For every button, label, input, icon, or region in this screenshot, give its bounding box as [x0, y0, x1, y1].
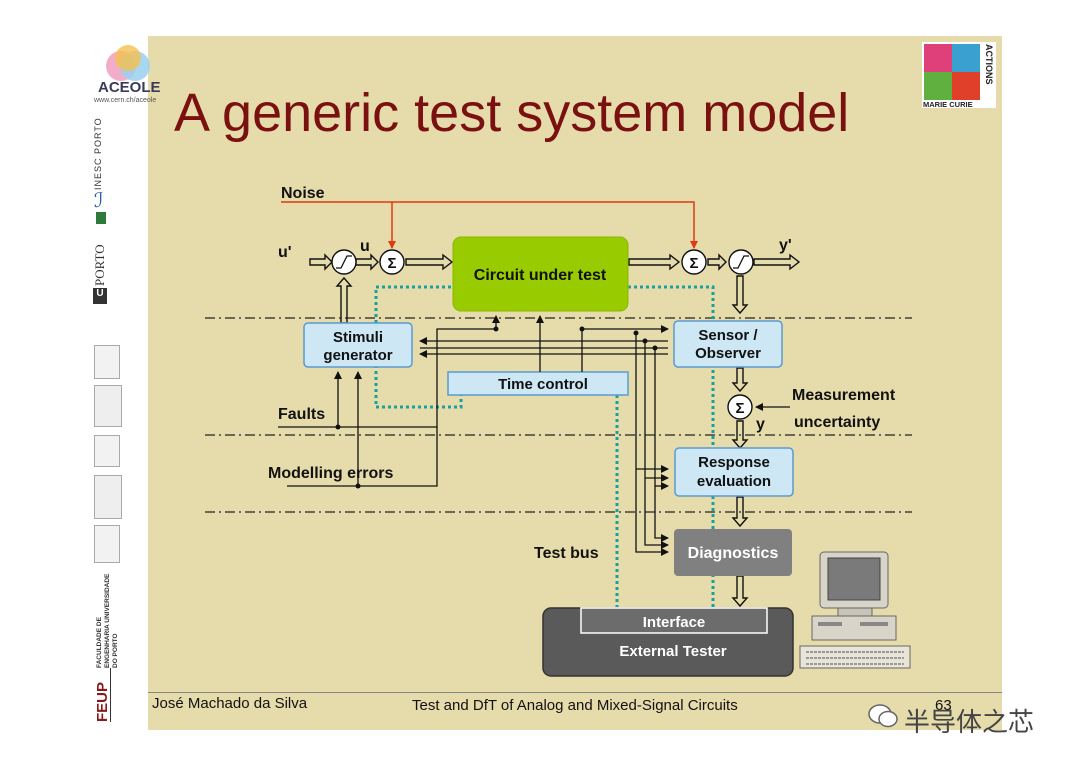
limiter-blocks — [331, 249, 754, 275]
watermark-text: 半导体之芯 — [904, 708, 1035, 738]
circuit-under-test-block — [452, 236, 629, 312]
sum-symbol-measurement: Σ — [735, 400, 744, 417]
time-control-label: Time control — [498, 376, 588, 393]
sum-junction-measurement — [727, 394, 753, 420]
faults-label: Faults — [278, 406, 325, 423]
external-tester-label: External Tester — [619, 643, 726, 660]
stimuli-label-line1: Stimuli — [333, 329, 383, 346]
slide-title: A generic test system model — [174, 83, 850, 143]
bus-junction-dots — [335, 326, 658, 489]
sum-junction-input — [379, 249, 405, 275]
sensor-label-line1: Sensor / — [698, 327, 758, 344]
aceole-logo: ACEOLE www.cern.ch/aceole — [88, 44, 168, 106]
uporto-box-icon: U — [93, 288, 107, 304]
noise-label: Noise — [281, 185, 325, 202]
institution-sidebar — [78, 36, 148, 730]
marie-curie-logo: MARIE CURIE ACTIONS — [922, 42, 996, 109]
inesc-logo-icon: ℐ — [94, 190, 104, 212]
test-bus-label: Test bus — [534, 545, 599, 562]
wechat-icon — [868, 704, 898, 728]
y-label: y — [756, 416, 765, 433]
marie-curie-label: MARIE CURIE — [923, 100, 973, 109]
sum-junction-output — [681, 249, 707, 275]
sum-symbol-input: Σ — [387, 255, 396, 272]
footer-course: Test and DfT of Analog and Mixed-Signal … — [412, 697, 738, 714]
diagnostics-label: Diagnostics — [688, 545, 779, 562]
measurement-label: Measurement — [792, 387, 896, 404]
diagnostics-block — [674, 529, 792, 576]
circuit-under-test-label: Circuit under test — [474, 267, 607, 284]
sum-symbol-output: Σ — [689, 255, 698, 272]
interface-block — [580, 607, 768, 634]
control-lines — [278, 315, 790, 556]
aceole-logo-text: ACEOLE — [98, 79, 161, 96]
separator-lines — [205, 317, 912, 513]
uncertainty-label: uncertainty — [794, 414, 880, 431]
time-control-block — [447, 371, 629, 396]
computer-illustration — [799, 551, 911, 669]
u-prime-label: u' — [278, 244, 292, 261]
response-label-line2: evaluation — [697, 473, 771, 490]
building-illustration — [92, 340, 122, 570]
response-evaluation-block — [674, 447, 794, 497]
feup-divider — [110, 668, 111, 722]
sensor-observer-block — [673, 320, 783, 368]
footer-divider — [148, 692, 1002, 693]
interface-label: Interface — [643, 614, 706, 631]
sensor-label-line2: Observer — [695, 345, 761, 362]
noise-lines — [281, 201, 698, 249]
modelling-errors-label: Modelling errors — [268, 465, 393, 482]
response-label-line1: Response — [698, 454, 770, 471]
inesc-green-bar — [96, 212, 106, 224]
u-label: u — [360, 238, 370, 255]
y-prime-label: y' — [779, 237, 792, 254]
aceole-logo-url: www.cern.ch/aceole — [94, 97, 157, 104]
footer-author: José Machado da Silva — [152, 695, 308, 712]
stimuli-generator-block — [303, 322, 413, 368]
page-number: 63 — [935, 697, 952, 714]
stimuli-label-line2: generator — [323, 347, 392, 364]
summing-junctions: Σ Σ Σ — [379, 249, 753, 420]
signal-path-arrows — [309, 253, 801, 608]
